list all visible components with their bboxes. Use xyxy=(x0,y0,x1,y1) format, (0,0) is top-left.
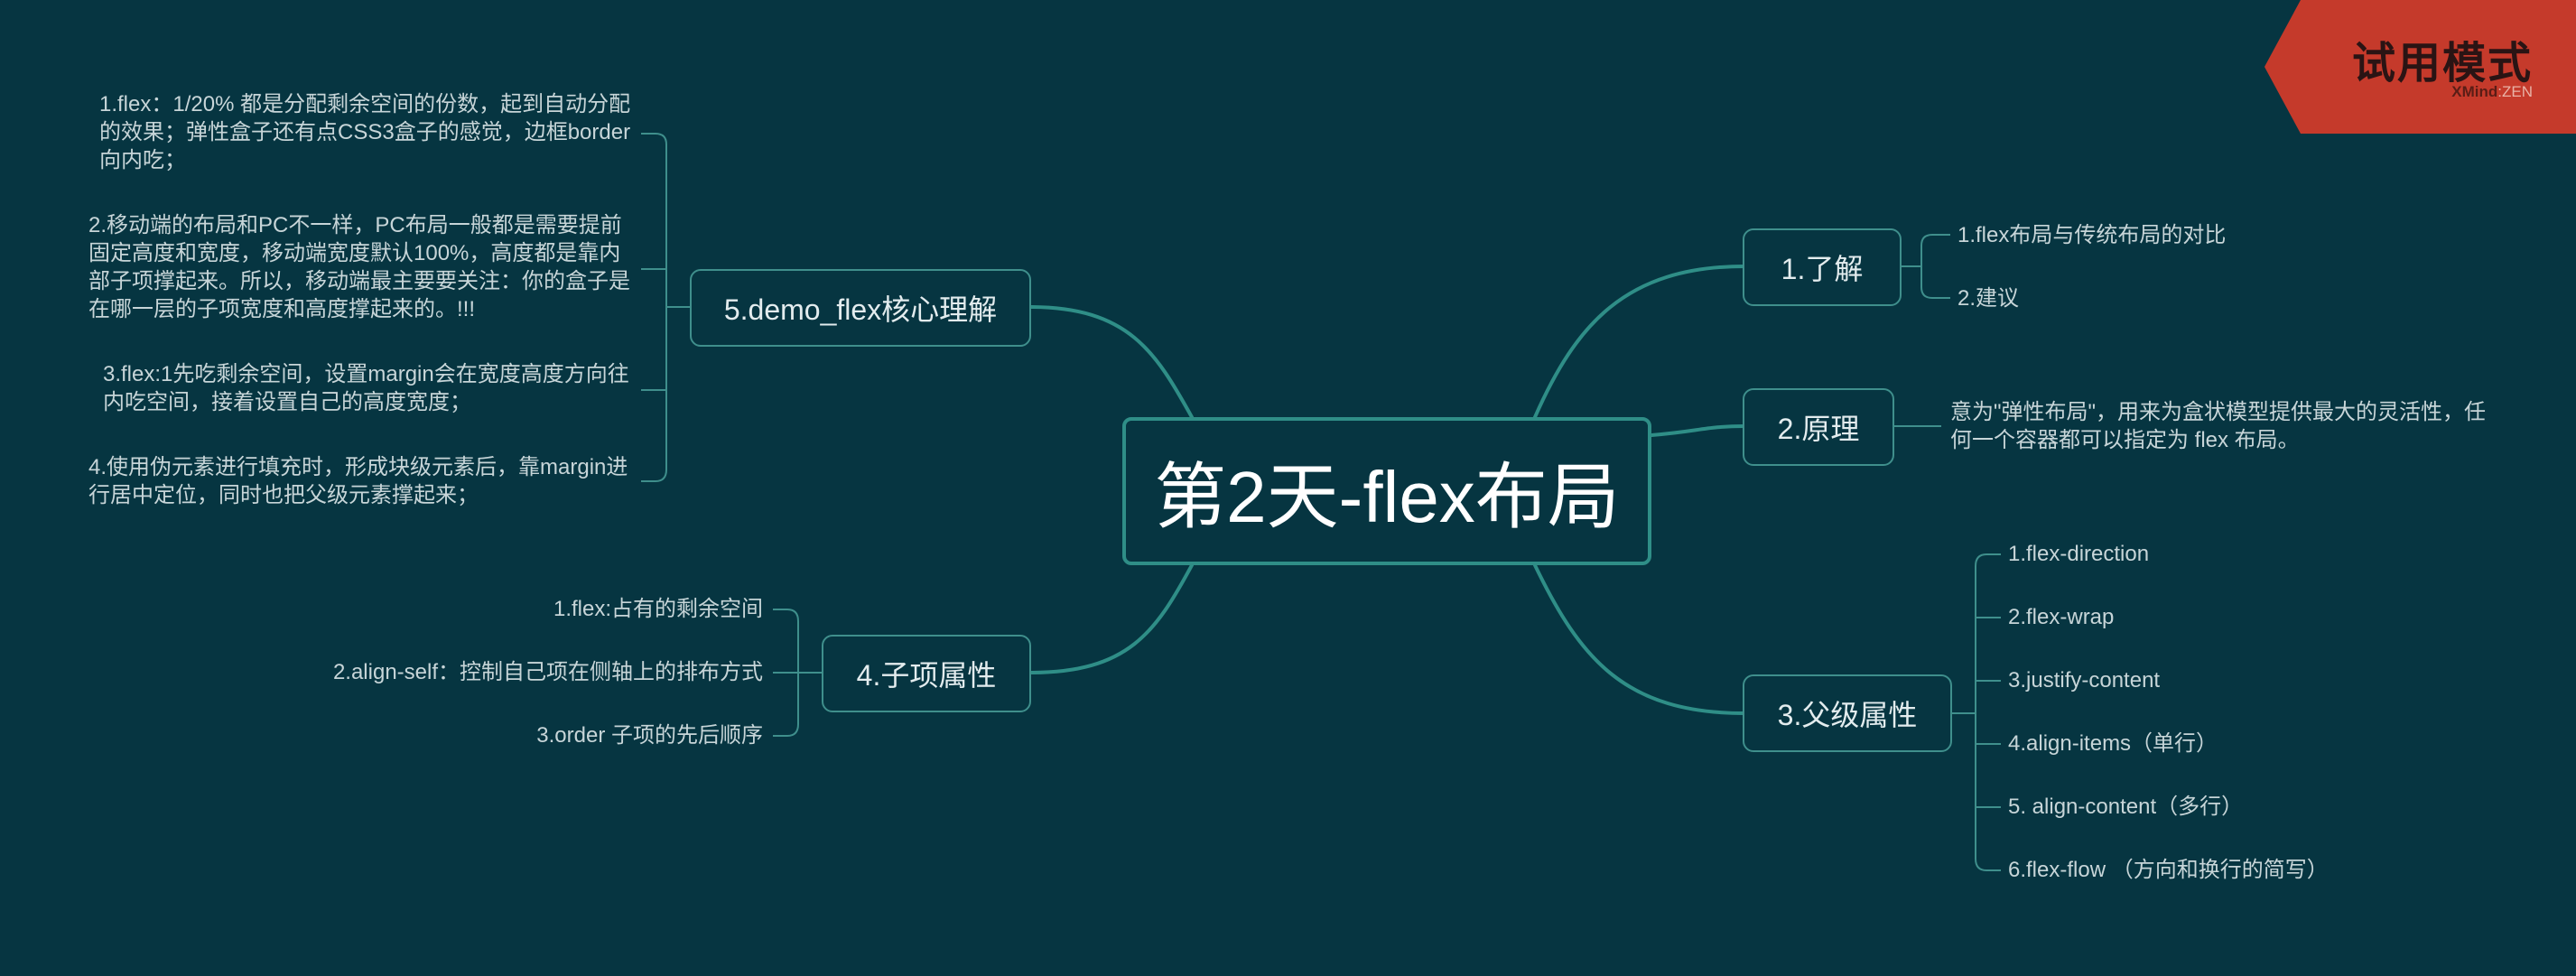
subtopic-justify-content[interactable]: 3.justify-content xyxy=(2008,668,2161,692)
trial-mode-badge[interactable]: 试用模式 XMind:ZEN xyxy=(2264,0,2576,134)
brand-name: XMind xyxy=(2451,83,2498,100)
bracket-b5 xyxy=(641,133,690,482)
trial-mode-title: 试用模式 xyxy=(2351,40,2533,88)
link-central-b2 xyxy=(1650,424,1746,437)
topic-principle[interactable]: 2.原理 xyxy=(1743,388,1894,466)
subtopic-align-items[interactable]: 4.align-items（单行） xyxy=(2008,731,2218,756)
subtopic-flex-flow[interactable]: 6.flex-flow （方向和换行的简写） xyxy=(2008,858,2329,882)
central-topic[interactable]: 第2天-flex布局 xyxy=(1122,417,1651,565)
topic-understand[interactable]: 1.了解 xyxy=(1743,228,1902,306)
subtopic-flex-vs-traditional[interactable]: 1.flex布局与传统布局的对比 xyxy=(1958,223,2227,247)
link-central-b1 xyxy=(1533,265,1746,419)
xmind-zen-logo: XMind:ZEN xyxy=(2451,83,2533,101)
subtopic-flex-remaining-space[interactable]: 1.flex:占有的剩余空间 xyxy=(553,597,763,621)
topic-demo-flex-core[interactable]: 5.demo_flex核心理解 xyxy=(690,269,1031,347)
link-central-b4 xyxy=(1028,563,1194,674)
subtopic-order[interactable]: 3.order 子项的先后顺序 xyxy=(536,723,763,748)
badge-background xyxy=(2264,0,2576,134)
brand-suffix: :ZEN xyxy=(2497,83,2533,100)
bracket-b3 xyxy=(1952,553,2001,871)
bracket-b1 xyxy=(1902,234,1950,299)
subtopic-flex-ratio[interactable]: 1.flex：1/20% 都是分配剩余空间的份数，起到自动分配的效果；弹性盒子还… xyxy=(99,92,631,172)
subtopic-flex-wrap[interactable]: 2.flex-wrap xyxy=(2008,605,2115,629)
link-central-b5 xyxy=(1028,305,1194,419)
link-central-b3 xyxy=(1533,563,1746,715)
subtopic-suggestion[interactable]: 2.建议 xyxy=(1958,286,2020,311)
subtopic-align-content[interactable]: 5. align-content（多行） xyxy=(2008,795,2244,819)
subtopic-principle-description[interactable]: 意为"弹性布局"，用来为盒状模型提供最大的灵活性，任何一个容器都可以指定为 fl… xyxy=(1950,400,2487,452)
subtopic-flex-direction[interactable]: 1.flex-direction xyxy=(2008,542,2150,566)
topic-parent-properties[interactable]: 3.父级属性 xyxy=(1743,674,1952,752)
bracket-b4 xyxy=(773,609,822,737)
subtopic-mobile-layout[interactable]: 2.移动端的布局和PC不一样，PC布局一般都是需要提前固定高度和宽度，移动端宽度… xyxy=(88,213,630,321)
topic-child-properties[interactable]: 4.子项属性 xyxy=(822,635,1031,712)
subtopic-pseudo-element-fill[interactable]: 4.使用伪元素进行填充时，形成块级元素后，靠margin进行居中定位，同时也把父… xyxy=(88,455,628,507)
subtopic-flex-one-margin[interactable]: 3.flex:1先吃剩余空间，设置margin会在宽度高度方向往内吃空间，接着设… xyxy=(103,362,629,414)
subtopic-align-self[interactable]: 2.align-self：控制自己项在侧轴上的排布方式 xyxy=(332,660,763,684)
